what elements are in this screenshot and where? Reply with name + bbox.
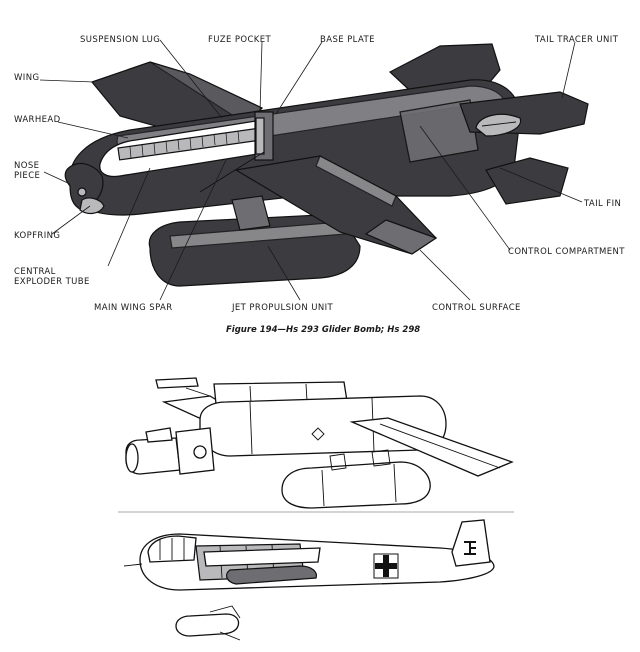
kopfring <box>79 197 105 215</box>
leader-lines <box>39 39 583 301</box>
label-main-wing-spar: MAIN WING SPAR <box>94 303 173 313</box>
tail-marking-icon <box>464 541 476 555</box>
label-fuze-pocket: FUZE POCKET <box>208 35 272 45</box>
figure-caption: Figure 194—Hs 293 Glider Bomb; Hs 298 <box>226 325 420 335</box>
control-surface <box>364 219 438 255</box>
label-central-exploder-1: CENTRAL <box>14 267 56 277</box>
label-tail-fin: TAIL FIN <box>583 199 621 209</box>
cutaway-glider-bomb <box>64 43 589 287</box>
control-compartment <box>399 99 479 163</box>
label-kopfring: KOPFRING <box>14 231 60 241</box>
label-nose-piece-1: NOSE <box>14 161 39 171</box>
fuze-pocket <box>255 117 265 155</box>
label-suspension-lug: SUSPENSION LUG <box>80 35 160 45</box>
label-jet-propulsion-unit: JET PROPULSION UNIT <box>231 303 334 313</box>
label-tail-tracer-unit: TAIL TRACER UNIT <box>534 35 619 45</box>
label-control-compartment: CONTROL COMPARTMENT <box>508 247 625 257</box>
label-control-surface: CONTROL SURFACE <box>432 303 521 313</box>
label-wing: WING <box>14 73 39 83</box>
label-warhead: WARHEAD <box>14 115 61 125</box>
insignia-cross-icon <box>373 553 399 579</box>
tail-fin <box>485 157 569 205</box>
hs298-lower-pod <box>281 461 431 509</box>
label-central-exploder-2: EXPLODER TUBE <box>14 277 90 287</box>
aircraft-nose-gun <box>123 563 143 567</box>
hs298-line-drawing <box>125 377 514 509</box>
hs298-lower-wing <box>349 417 514 477</box>
label-nose-piece-2: PIECE <box>14 171 40 181</box>
dropped-glider-bomb <box>175 613 240 637</box>
carrier-aircraft <box>123 519 495 641</box>
label-base-plate: BASE PLATE <box>320 35 375 45</box>
slung-glider-bomb <box>226 565 317 585</box>
hs298-fuselage <box>199 395 447 457</box>
main-wing-spar <box>199 151 265 193</box>
